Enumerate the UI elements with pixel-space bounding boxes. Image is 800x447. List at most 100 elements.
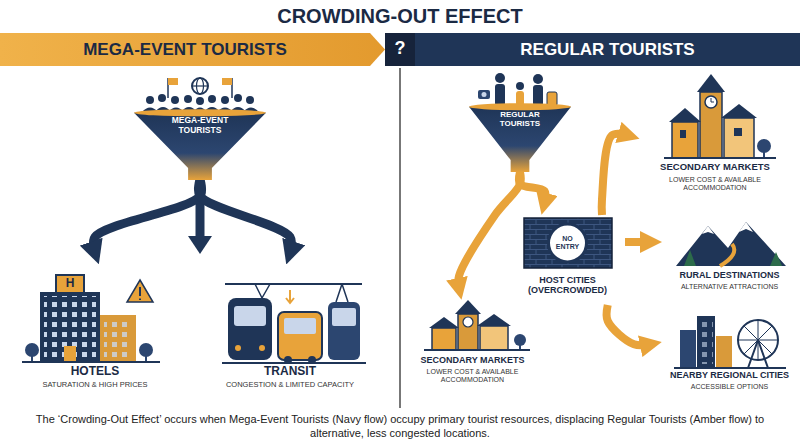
town-icon bbox=[664, 157, 776, 159]
diagram-title: CROWDING-OUT EFFECT bbox=[0, 5, 800, 28]
town-icon bbox=[705, 96, 717, 108]
crowd-icon bbox=[146, 96, 154, 104]
funnel-body bbox=[469, 107, 571, 172]
flow-arrow bbox=[625, 238, 650, 246]
town-icon bbox=[680, 130, 686, 138]
banner-left: MEGA-EVENT TOURISTS bbox=[0, 33, 385, 66]
crowd-icon bbox=[158, 94, 166, 102]
transit-icon bbox=[222, 362, 366, 364]
node-heading: RURAL DESTINATIONS bbox=[662, 270, 797, 280]
town-icon bbox=[721, 104, 757, 118]
town-icon bbox=[429, 317, 459, 328]
town-icon bbox=[700, 92, 722, 158]
diagram-caption: The ‘Crowding-Out Effect’ occurs when Me… bbox=[20, 412, 780, 441]
funnel: MEGA-EVENT TOURISTS bbox=[130, 75, 270, 180]
node-heading: NEARBY REGIONAL CITIES bbox=[662, 370, 797, 380]
mountain-icon bbox=[676, 222, 786, 266]
hotel-icon bbox=[139, 287, 141, 300]
node-subtitle: ACCESSIBLE OPTIONS bbox=[662, 383, 797, 391]
node-heading: SECONDARY MARKETS bbox=[640, 162, 790, 173]
hotel-icon bbox=[22, 361, 160, 363]
node-heading: MEGA-EVENT TOURISTS bbox=[158, 116, 242, 136]
transit-icon bbox=[336, 284, 348, 302]
family-icon bbox=[533, 74, 543, 84]
node-subtitle: LOWER COST & AVAILABLE ACCOMMODATION bbox=[655, 176, 775, 192]
node-heading: REGULAR TOURISTS bbox=[485, 110, 555, 128]
family-icon bbox=[495, 73, 505, 83]
node-heading: SECONDARY MARKETS bbox=[405, 355, 540, 365]
crowd-icon bbox=[192, 78, 208, 94]
crowd-icon bbox=[246, 96, 254, 104]
node-subtitle: SATURATION & HIGH PRICES bbox=[20, 381, 170, 390]
transit-icon bbox=[234, 306, 266, 326]
node-subtitle: ALTERNATIVE ATTRACTIONS bbox=[662, 283, 797, 291]
destination-box: SECONDARY MARKETS LOWER COST & AVAILABLE … bbox=[405, 300, 540, 410]
family-icon bbox=[482, 92, 487, 97]
crowd-icon bbox=[234, 94, 242, 102]
mountain-icon bbox=[676, 222, 786, 266]
town-icon bbox=[669, 108, 701, 122]
hotel-icon bbox=[25, 343, 39, 357]
flow-arrow bbox=[458, 172, 520, 288]
hotel-icon bbox=[56, 275, 84, 293]
town-icon bbox=[424, 300, 530, 350]
flow-arrowhead bbox=[188, 236, 212, 254]
town-icon bbox=[672, 122, 698, 158]
family-icon bbox=[516, 82, 524, 90]
transit-icon bbox=[284, 318, 316, 334]
flow-arrow bbox=[607, 305, 650, 345]
town-icon bbox=[734, 128, 742, 136]
sign-label: H bbox=[56, 276, 84, 290]
mountain-icon bbox=[720, 244, 734, 266]
crowd-icon bbox=[171, 96, 179, 104]
crowd-icon bbox=[221, 96, 229, 104]
transit-icon bbox=[286, 290, 294, 303]
node-subtitle: CONGESTION & LIMITED CAPACITY bbox=[215, 381, 365, 390]
crowd-icon bbox=[142, 78, 259, 112]
crowd-icon bbox=[192, 85, 208, 86]
crowd-icon bbox=[208, 95, 216, 103]
transit-icon bbox=[235, 345, 241, 351]
banner-band bbox=[0, 33, 385, 66]
transit-icon bbox=[259, 345, 265, 351]
town-icon bbox=[664, 74, 776, 158]
node-heading: ? bbox=[385, 38, 415, 59]
city-icon bbox=[674, 367, 786, 369]
funnel-rim bbox=[469, 103, 571, 110]
mountain-icon bbox=[702, 222, 753, 234]
transit-icon bbox=[255, 284, 270, 298]
flow-arrow bbox=[602, 134, 628, 215]
town-icon bbox=[458, 314, 478, 350]
city-icon bbox=[697, 316, 715, 368]
transit-icon bbox=[222, 284, 366, 364]
hotel-icon bbox=[31, 355, 33, 362]
hotel-icon bbox=[127, 280, 153, 302]
flow-arrow bbox=[93, 180, 201, 253]
destination-box: HOTELSSATURATION & HIGH PRICES bbox=[20, 265, 170, 405]
town-icon bbox=[463, 317, 473, 327]
hotel-icon bbox=[100, 315, 136, 362]
destination-box: RURAL DESTINATIONS ALTERNATIVE ATTRACTION… bbox=[662, 215, 797, 305]
city-icon bbox=[716, 336, 732, 368]
node-heading: NO ENTRY bbox=[550, 235, 585, 251]
town-icon bbox=[424, 349, 530, 351]
town-icon bbox=[480, 326, 508, 350]
question-box: ? bbox=[385, 33, 415, 66]
town-icon bbox=[455, 300, 481, 314]
family-icon bbox=[495, 84, 505, 106]
node-subtitle: LOWER COST & AVAILABLE ACCOMMODATION bbox=[415, 368, 530, 384]
town-icon bbox=[477, 314, 511, 326]
transit-icon bbox=[278, 312, 322, 360]
banner-right: REGULAR TOURISTS bbox=[415, 33, 800, 66]
transit-icon bbox=[328, 302, 360, 360]
city-icon bbox=[699, 320, 713, 364]
flow-arrow bbox=[198, 180, 291, 253]
transit-icon bbox=[332, 308, 356, 326]
hotel-icon bbox=[22, 275, 160, 362]
town-icon bbox=[697, 74, 725, 92]
mountain-icon bbox=[684, 250, 782, 266]
hotel-icon bbox=[40, 292, 100, 362]
wall-icon bbox=[524, 218, 612, 268]
